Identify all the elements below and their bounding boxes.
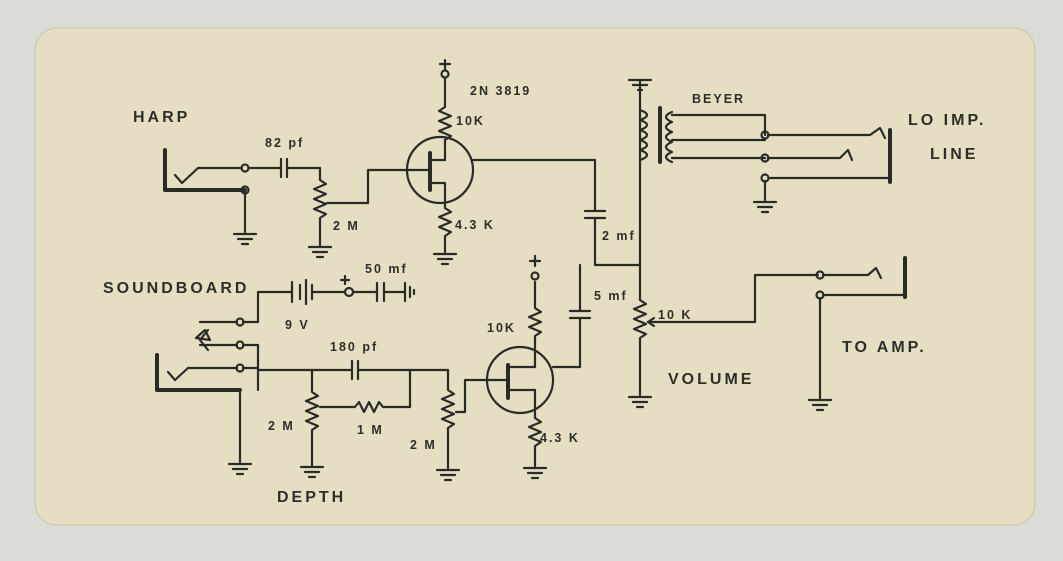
resistor-1m: [318, 368, 412, 414]
capacitor-82pf: [247, 157, 322, 179]
label-50mf: 50 mf: [365, 262, 408, 276]
capacitor-2mf: [583, 209, 642, 267]
label-4-3k-bottom: 4.3 K: [540, 431, 580, 445]
label-180pf: 180 pf: [330, 340, 378, 354]
label-card: [34, 27, 1036, 526]
label-soundboard: SOUNDBOARD: [103, 280, 249, 297]
label-2m-depth: 2 M: [268, 419, 295, 433]
label-to-amp: TO AMP.: [842, 339, 927, 356]
label-10k-top: 10K: [456, 114, 485, 128]
label-5mf: 5 mf: [594, 289, 628, 303]
label-2m-harp: 2 M: [333, 219, 360, 233]
label-10k-bottom: 10K: [487, 321, 516, 335]
soundboard-input-jack: [155, 317, 260, 476]
label-beyer: BEYER: [692, 92, 745, 106]
beyer-transformer: [627, 78, 767, 302]
label-2n3819: 2N 3819: [470, 84, 531, 98]
label-2m-gate: 2 M: [410, 438, 437, 452]
label-volume: VOLUME: [668, 371, 754, 388]
label-4-3k-top: 4.3 K: [455, 218, 495, 232]
potentiometer-2m-gate: [435, 368, 490, 482]
potentiometer-2m-depth: [299, 368, 325, 479]
label-1m: 1 M: [357, 423, 384, 437]
potentiometer-10k-volume: [627, 273, 820, 409]
label-lo-imp: LO IMP.: [908, 112, 987, 129]
jfet-2n3819-bottom: [485, 254, 582, 480]
capacitor-50mf: [351, 281, 416, 303]
label-82pf: 82 pf: [265, 136, 304, 150]
label-line: LINE: [930, 146, 978, 163]
jfet-2n3819-top: [405, 58, 597, 266]
label-9v: 9 V: [285, 318, 310, 332]
to-amp-jack: [807, 256, 907, 412]
lo-imp-line-jack: [752, 126, 892, 214]
label-depth: DEPTH: [277, 489, 346, 506]
capacitor-5mf: [568, 263, 592, 320]
potentiometer-2m-harp: [307, 166, 410, 259]
label-harp: HARP: [133, 109, 190, 126]
battery-9v: [241, 274, 355, 324]
capacitor-180pf: [256, 359, 450, 381]
label-10k-volume: 10 K: [658, 308, 692, 322]
label-2mf: 2 mf: [602, 229, 636, 243]
